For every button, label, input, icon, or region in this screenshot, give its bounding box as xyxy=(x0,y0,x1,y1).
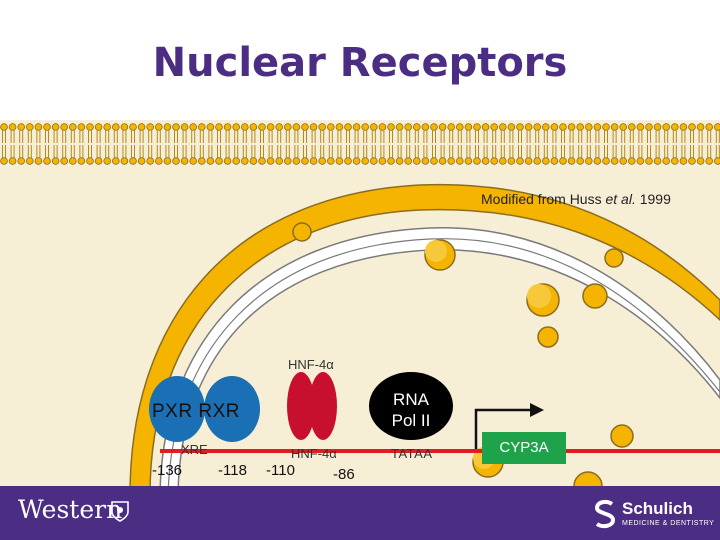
source-credit: Modified from Huss et al. 1999 xyxy=(481,191,671,207)
position-label: -110 xyxy=(266,462,295,479)
position-label: -86 xyxy=(333,466,355,483)
credit-suffix: 1999 xyxy=(635,191,671,207)
crest-icon xyxy=(111,501,129,522)
schulich-logo-icon xyxy=(594,499,616,529)
transcription-start-arrow-icon xyxy=(474,403,544,449)
rna-pol-label: RNA Pol II xyxy=(370,389,452,431)
hnf4a-subunit-left xyxy=(287,372,315,440)
rna-pol-line2: Pol II xyxy=(391,411,431,430)
credit-prefix: Modified from Huss xyxy=(481,191,606,207)
rna-pol-line1: RNA xyxy=(393,390,429,409)
schulich-subtitle: MEDICINE & DENTISTRY xyxy=(622,520,715,527)
slide-title: Nuclear Receptors xyxy=(152,40,568,86)
hnf4a-subunit-right xyxy=(309,372,337,440)
pxr-rxr-label: PXR RXR xyxy=(152,401,240,422)
hnf4a-label-bottom: HNF-4α xyxy=(291,446,337,461)
cyp3a-gene-box: CYP3A xyxy=(482,432,566,464)
hnf4a-label-top: HNF-4α xyxy=(288,357,334,372)
tataa-label: TATAA xyxy=(391,446,433,461)
position-label: -118 xyxy=(218,462,247,479)
rna-polymerase xyxy=(369,372,453,440)
pxr-receptor xyxy=(149,376,205,442)
rxr-receptor xyxy=(204,376,260,442)
nuclear-envelope xyxy=(129,183,720,496)
credit-italic: et al. xyxy=(605,191,636,207)
schulich-logo: Schulich xyxy=(622,499,693,518)
plasma-membrane xyxy=(0,120,720,168)
western-logo: Western xyxy=(18,495,123,524)
position-label: -136 xyxy=(152,462,183,479)
xre-label: XRE xyxy=(181,442,208,457)
